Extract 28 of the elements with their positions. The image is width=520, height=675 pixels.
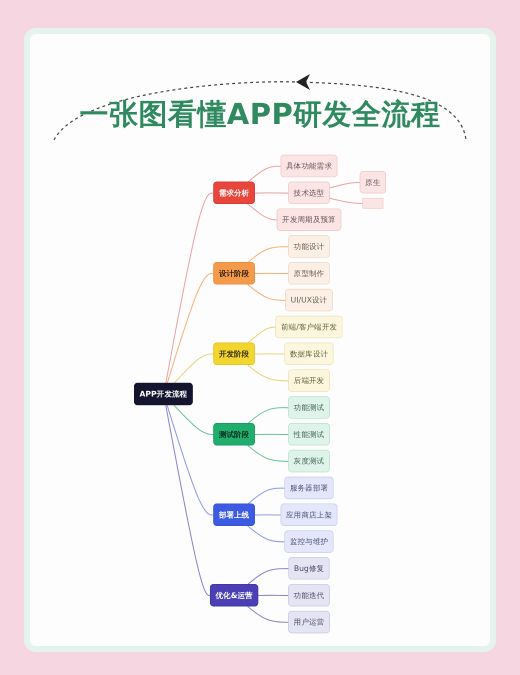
connector — [247, 204, 278, 220]
diagram-title: 一张图看懂APP研发全流程 — [79, 96, 441, 132]
connector — [165, 192, 214, 384]
connector — [258, 594, 289, 596]
connector — [247, 284, 286, 301]
connector — [174, 404, 214, 436]
connector — [330, 198, 363, 204]
connector — [330, 182, 360, 188]
connector — [247, 246, 289, 264]
connector — [254, 192, 289, 194]
connector — [247, 166, 282, 183]
node-box — [362, 198, 384, 209]
connector — [247, 606, 289, 623]
connector — [247, 445, 289, 462]
connector — [165, 405, 211, 596]
connector — [254, 514, 282, 516]
connector — [166, 405, 214, 516]
connector — [174, 354, 214, 384]
connector — [247, 407, 289, 424]
connector — [254, 353, 286, 355]
connector — [247, 326, 276, 344]
connector — [247, 488, 286, 505]
connector — [166, 273, 214, 384]
connector — [254, 434, 289, 436]
connector — [247, 364, 289, 382]
connector — [254, 272, 289, 274]
connector — [247, 526, 286, 542]
connector — [247, 568, 290, 586]
